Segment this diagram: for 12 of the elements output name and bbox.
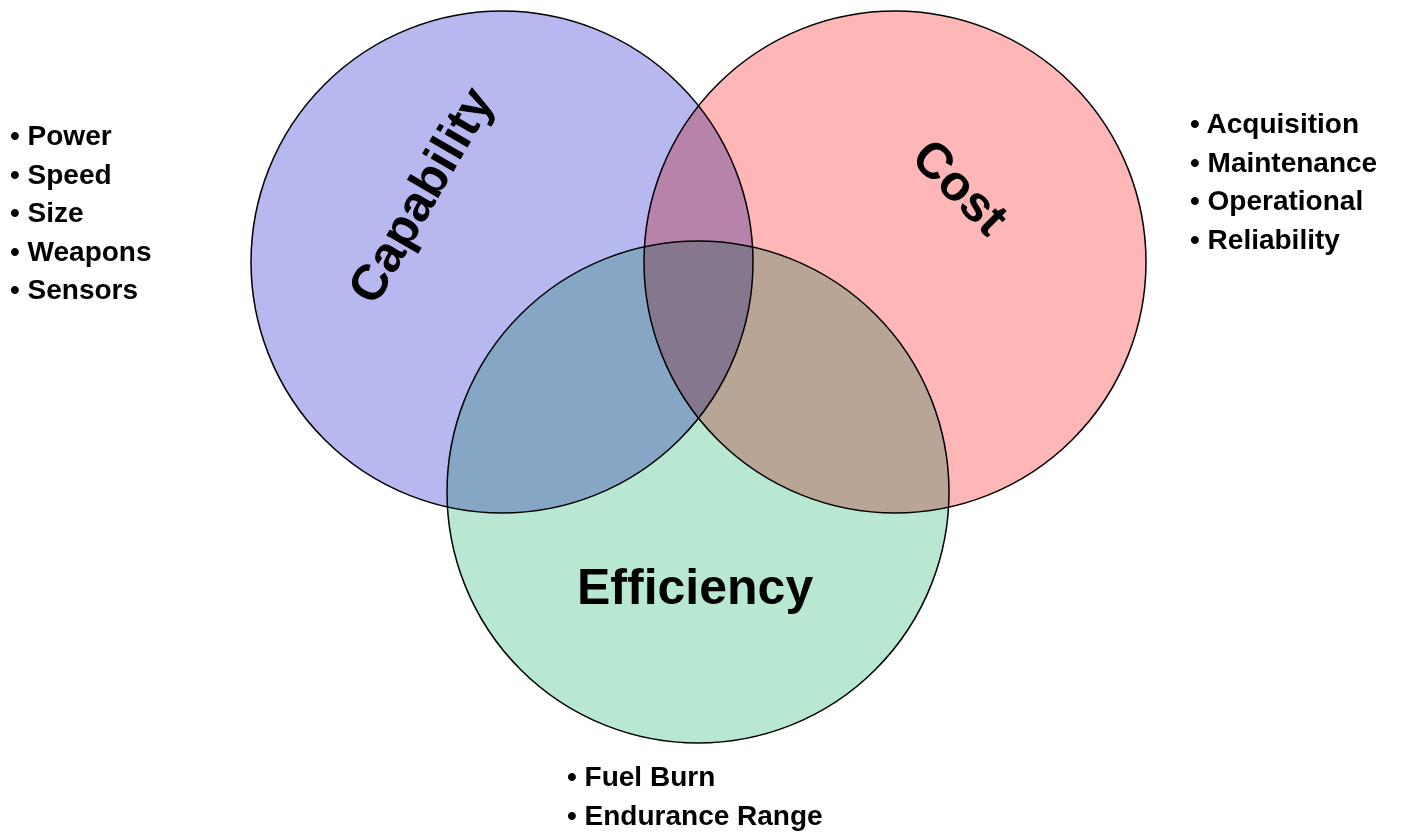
bullet-item: • Endurance Range: [567, 798, 823, 833]
bullet-item: • Speed: [10, 157, 112, 192]
bullet-item: • Size: [10, 196, 84, 230]
bullet-item: • Sensors: [10, 273, 139, 307]
circle-title: Efficiency: [577, 558, 814, 616]
bullet-item: • Reliability: [1190, 222, 1340, 257]
bullet-item: • Power: [10, 119, 112, 153]
bullet-item: • Operational: [1190, 184, 1364, 218]
bullet-item: • Fuel Burn: [567, 760, 716, 794]
bullet-item: • Maintenance: [1190, 145, 1378, 180]
bullet-item: • Weapons: [10, 234, 152, 269]
bullet-item: • Acquisition: [1190, 107, 1359, 141]
